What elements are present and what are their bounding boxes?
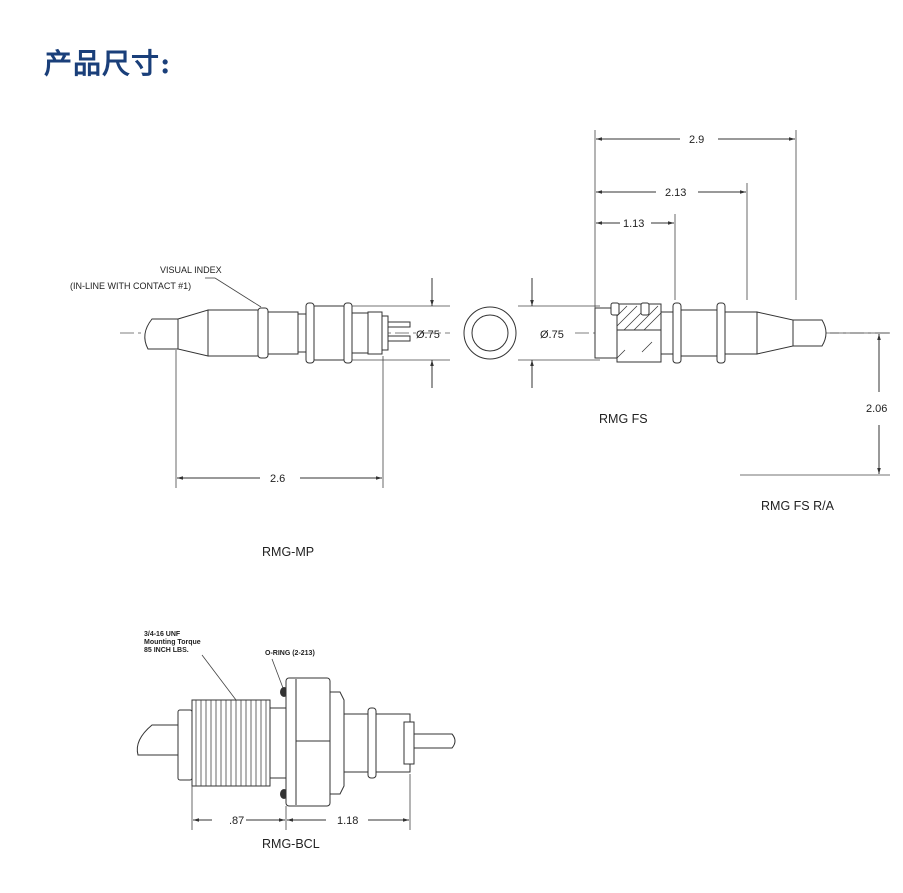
thread-lines	[195, 700, 267, 786]
rmg-fs-ra-height: 2.06	[866, 403, 887, 415]
rmg-fs-diameter: Ø.75	[540, 329, 564, 341]
rmg-mp-drawing: VISUAL INDEX (IN-LINE WITH CONTACT #1) Ø…	[70, 265, 450, 559]
coupling-ring	[716, 302, 726, 364]
section-hatch	[616, 305, 662, 359]
page-title: 产品尺寸:	[44, 47, 172, 80]
rmg-bcl-drawing: 3/4-16 UNF Mounting Torque 85 INCH LBS. …	[136, 631, 456, 851]
coupling-ring	[672, 302, 682, 364]
rmg-bcl-dim-left: .87	[229, 815, 244, 827]
rmg-fs-mid: 2.13	[665, 187, 686, 199]
strain-relief	[756, 311, 794, 355]
rmg-bcl-label: RMG-BCL	[262, 837, 320, 851]
rmg-bcl-dim-right: 1.18	[337, 815, 358, 827]
rmg-fs-short: 1.13	[623, 218, 644, 230]
thread-spec: 3/4-16 UNF	[144, 631, 181, 638]
rmg-mp-length: 2.6	[270, 473, 285, 485]
rmg-fs-label: RMG FS	[599, 412, 648, 426]
cable	[144, 318, 179, 350]
rmg-mp-label: RMG-MP	[262, 545, 314, 559]
cable	[792, 319, 827, 347]
rmg-fs-drawing: Ø.75 2.9	[518, 130, 890, 513]
hex-nut	[177, 709, 193, 781]
contact-pin	[387, 335, 411, 342]
o-ring-label: O-RING (2-213)	[265, 650, 315, 657]
coupling-ring	[343, 302, 353, 364]
coupling-ring	[367, 707, 377, 779]
strain-relief	[177, 309, 209, 357]
visual-index-note: (IN-LINE WITH CONTACT #1)	[70, 281, 191, 291]
cable	[136, 724, 179, 756]
torque-value: 85 INCH LBS.	[144, 647, 189, 654]
visual-index-label: VISUAL INDEX	[160, 265, 222, 275]
end-view	[463, 306, 517, 360]
torque-label: Mounting Torque	[144, 639, 201, 646]
coupling-ring	[305, 302, 315, 364]
rmg-fs-overall: 2.9	[689, 134, 704, 146]
contact-pin	[387, 321, 411, 328]
rmg-fs-ra-label: RMG FS R/A	[761, 499, 835, 513]
flange	[285, 677, 331, 807]
contact-pin	[413, 733, 456, 749]
rmg-mp-diameter: Ø.75	[416, 329, 440, 341]
visual-index-ring	[257, 307, 269, 359]
